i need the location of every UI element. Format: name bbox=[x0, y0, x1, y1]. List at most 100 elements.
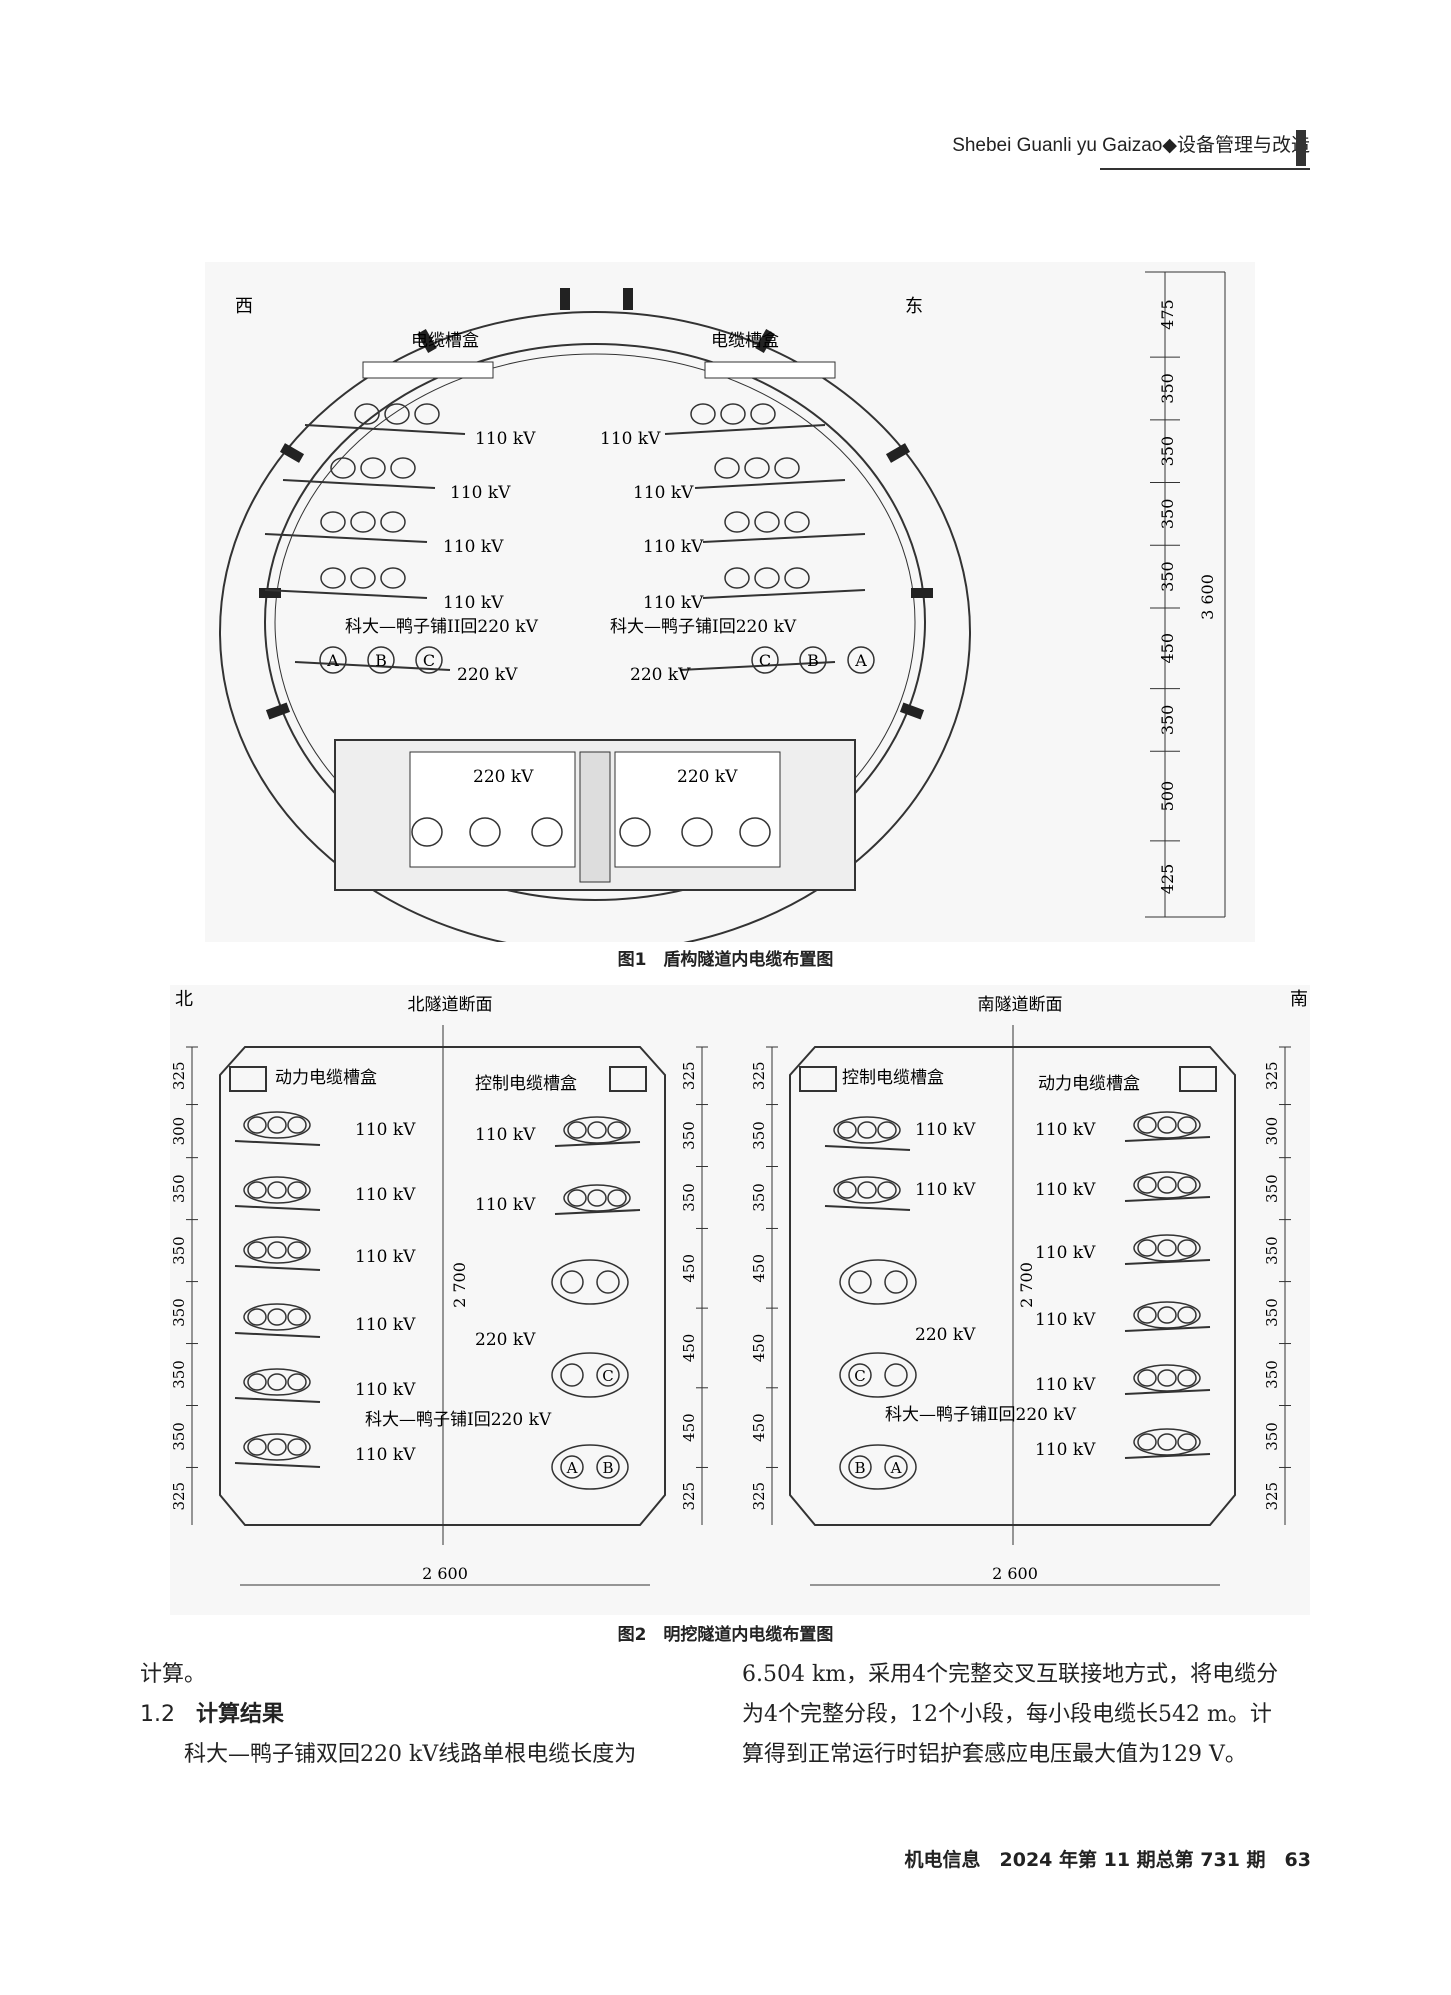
fig2-dimension-label: 350 bbox=[1263, 1174, 1281, 1203]
cable-mark bbox=[1157, 1369, 1177, 1387]
label-220kv: 220 kV bbox=[630, 665, 691, 685]
south-phase-c: C bbox=[854, 1367, 865, 1385]
running-head: Shebei Guanli yu Gaizao◆设备管理与改造 bbox=[952, 135, 1310, 156]
cable-mark bbox=[287, 1373, 307, 1391]
figure-2-drawing: 北 南 北隧道断面 南隧道断面 动力电缆槽盒 控制电缆槽盒 控制电缆槽盒 动力电… bbox=[170, 985, 1310, 1615]
cable-mark bbox=[267, 1241, 287, 1259]
rack-arm bbox=[824, 1205, 911, 1211]
circuit-north: 科大—鸭子铺Ⅰ回220 kV bbox=[365, 1410, 552, 1430]
north-110kv: 110 kV bbox=[355, 1120, 416, 1140]
label-110kv: 110 kV bbox=[443, 593, 504, 613]
height-label-north: 2 700 bbox=[450, 1262, 469, 1308]
phase-a: A bbox=[326, 651, 339, 670]
width-label-north: 2 600 bbox=[422, 1564, 468, 1583]
cable-bundle bbox=[563, 1184, 631, 1212]
fig2-dimension-label: 450 bbox=[750, 1413, 768, 1442]
label-110kv: 110 kV bbox=[443, 537, 504, 557]
south-110kv: 110 kV bbox=[1035, 1180, 1096, 1200]
rack-arm bbox=[1124, 1389, 1211, 1395]
fig2-dimension-label: 325 bbox=[680, 1482, 698, 1511]
cable-mark bbox=[1157, 1433, 1177, 1451]
south-110kv: 110 kV bbox=[1035, 1440, 1096, 1460]
page-footer: 机电信息 2024 年第 11 期总第 731 期 63 bbox=[904, 1849, 1312, 1871]
south-110kv-left: 110 kV bbox=[915, 1180, 976, 1200]
cable-bundle bbox=[563, 1116, 631, 1144]
fig2-dimension-label: 450 bbox=[680, 1254, 698, 1283]
channel-220kv-right: 220 kV bbox=[677, 767, 738, 787]
figure-1-drawing: 电缆槽盒 电缆槽盒 西 东 110 kV 110 kV 110 kV 110 k… bbox=[205, 262, 1255, 953]
cable-mark bbox=[287, 1438, 307, 1456]
north-title: 北隧道断面 bbox=[408, 995, 493, 1015]
cable-mark bbox=[247, 1438, 267, 1456]
phase-circle bbox=[848, 1363, 872, 1387]
cable-mark bbox=[1137, 1116, 1157, 1134]
control-trough-north: 控制电缆槽盒 bbox=[475, 1074, 577, 1094]
right-line-3: 算得到正常运行时铝护套感应电压最大值为129 V。 bbox=[742, 1742, 1247, 1767]
cable-mark bbox=[857, 1121, 877, 1139]
rack-arm bbox=[1124, 1259, 1211, 1265]
fig2-dimension-label: 350 bbox=[170, 1360, 188, 1389]
rack-arm bbox=[234, 1397, 321, 1403]
south-phase-a: A bbox=[890, 1459, 902, 1477]
left-line-3: 科大—鸭子铺双回220 kV线路单根电缆长度为 bbox=[184, 1742, 637, 1767]
fig2-dimension-label: 350 bbox=[1263, 1422, 1281, 1451]
phase-circle bbox=[884, 1363, 908, 1387]
fig2-dimension-label: 450 bbox=[680, 1413, 698, 1442]
height-label-south: 2 700 bbox=[1017, 1262, 1036, 1308]
phase-circle bbox=[560, 1363, 584, 1387]
label-110kv: 110 kV bbox=[643, 537, 704, 557]
phase-circle bbox=[596, 1455, 620, 1479]
rack-arm bbox=[824, 1145, 911, 1151]
fig1-dimension-label: 350 bbox=[1158, 436, 1177, 467]
fig2-dimension-label: 300 bbox=[1263, 1117, 1281, 1146]
label-110kv: 110 kV bbox=[450, 483, 511, 503]
fig1-dimension-label: 450 bbox=[1158, 633, 1177, 664]
north-110kv: 110 kV bbox=[355, 1445, 416, 1465]
north-220kv: 220 kV bbox=[475, 1330, 536, 1350]
fig2-dimension-label: 325 bbox=[170, 1061, 188, 1090]
cable-mark bbox=[247, 1181, 267, 1199]
phase-a: A bbox=[854, 651, 867, 670]
fig2-dimension-label: 350 bbox=[170, 1236, 188, 1265]
north-110kv: 110 kV bbox=[355, 1315, 416, 1335]
cable-mark bbox=[1137, 1239, 1157, 1257]
cable-mark bbox=[587, 1121, 607, 1139]
trefoil bbox=[551, 1259, 629, 1305]
cable-mark bbox=[1177, 1176, 1197, 1194]
cable-mark bbox=[287, 1308, 307, 1326]
trefoil bbox=[551, 1352, 629, 1398]
rack-arm bbox=[554, 1209, 641, 1215]
cable-mark bbox=[607, 1121, 627, 1139]
phase-circle bbox=[884, 1270, 908, 1294]
figure-2: 北 南 北隧道断面 南隧道断面 动力电缆槽盒 控制电缆槽盒 控制电缆槽盒 动力电… bbox=[170, 985, 1310, 1619]
fig1-dimension-label: 350 bbox=[1158, 705, 1177, 736]
cable-mark bbox=[1177, 1239, 1197, 1257]
circuit-south: 科大—鸭子铺Ⅱ回220 kV bbox=[885, 1405, 1077, 1425]
phase-circle bbox=[560, 1270, 584, 1294]
right-column: 6.504 km，采用4个完整交叉互联接地方式，将电缆分 为4个完整分段，12个… bbox=[742, 1655, 1322, 1775]
cable-mark bbox=[267, 1116, 287, 1134]
label-110kv: 110 kV bbox=[475, 429, 536, 449]
rack-arm bbox=[234, 1265, 321, 1271]
north-phase-b: B bbox=[602, 1459, 613, 1477]
south-label: 南 bbox=[1290, 989, 1308, 1010]
rack-arm bbox=[1124, 1136, 1211, 1142]
cable-mark bbox=[1157, 1306, 1177, 1324]
rack-arm bbox=[234, 1205, 321, 1211]
south-220kv: 220 kV bbox=[915, 1325, 976, 1345]
cable-mark bbox=[247, 1116, 267, 1134]
fig2-dimension-label: 350 bbox=[170, 1174, 188, 1203]
cable-mark bbox=[837, 1121, 857, 1139]
fig2-dimension-label: 450 bbox=[680, 1334, 698, 1363]
rack-arm bbox=[1124, 1453, 1211, 1459]
circuit-label-left: 科大—鸭子铺II回220 kV bbox=[345, 617, 539, 637]
cable-mark bbox=[1177, 1306, 1197, 1324]
total-height-label: 3 600 bbox=[1198, 574, 1217, 620]
cable-mark bbox=[247, 1373, 267, 1391]
cable-mark bbox=[287, 1241, 307, 1259]
fig2-dimension-label: 350 bbox=[170, 1298, 188, 1327]
fig1-dimension-label: 475 bbox=[1158, 299, 1177, 330]
section-number: 1.2 bbox=[140, 1702, 175, 1727]
south-title: 南隧道断面 bbox=[978, 995, 1063, 1015]
fig2-dimension-label: 325 bbox=[750, 1061, 768, 1090]
